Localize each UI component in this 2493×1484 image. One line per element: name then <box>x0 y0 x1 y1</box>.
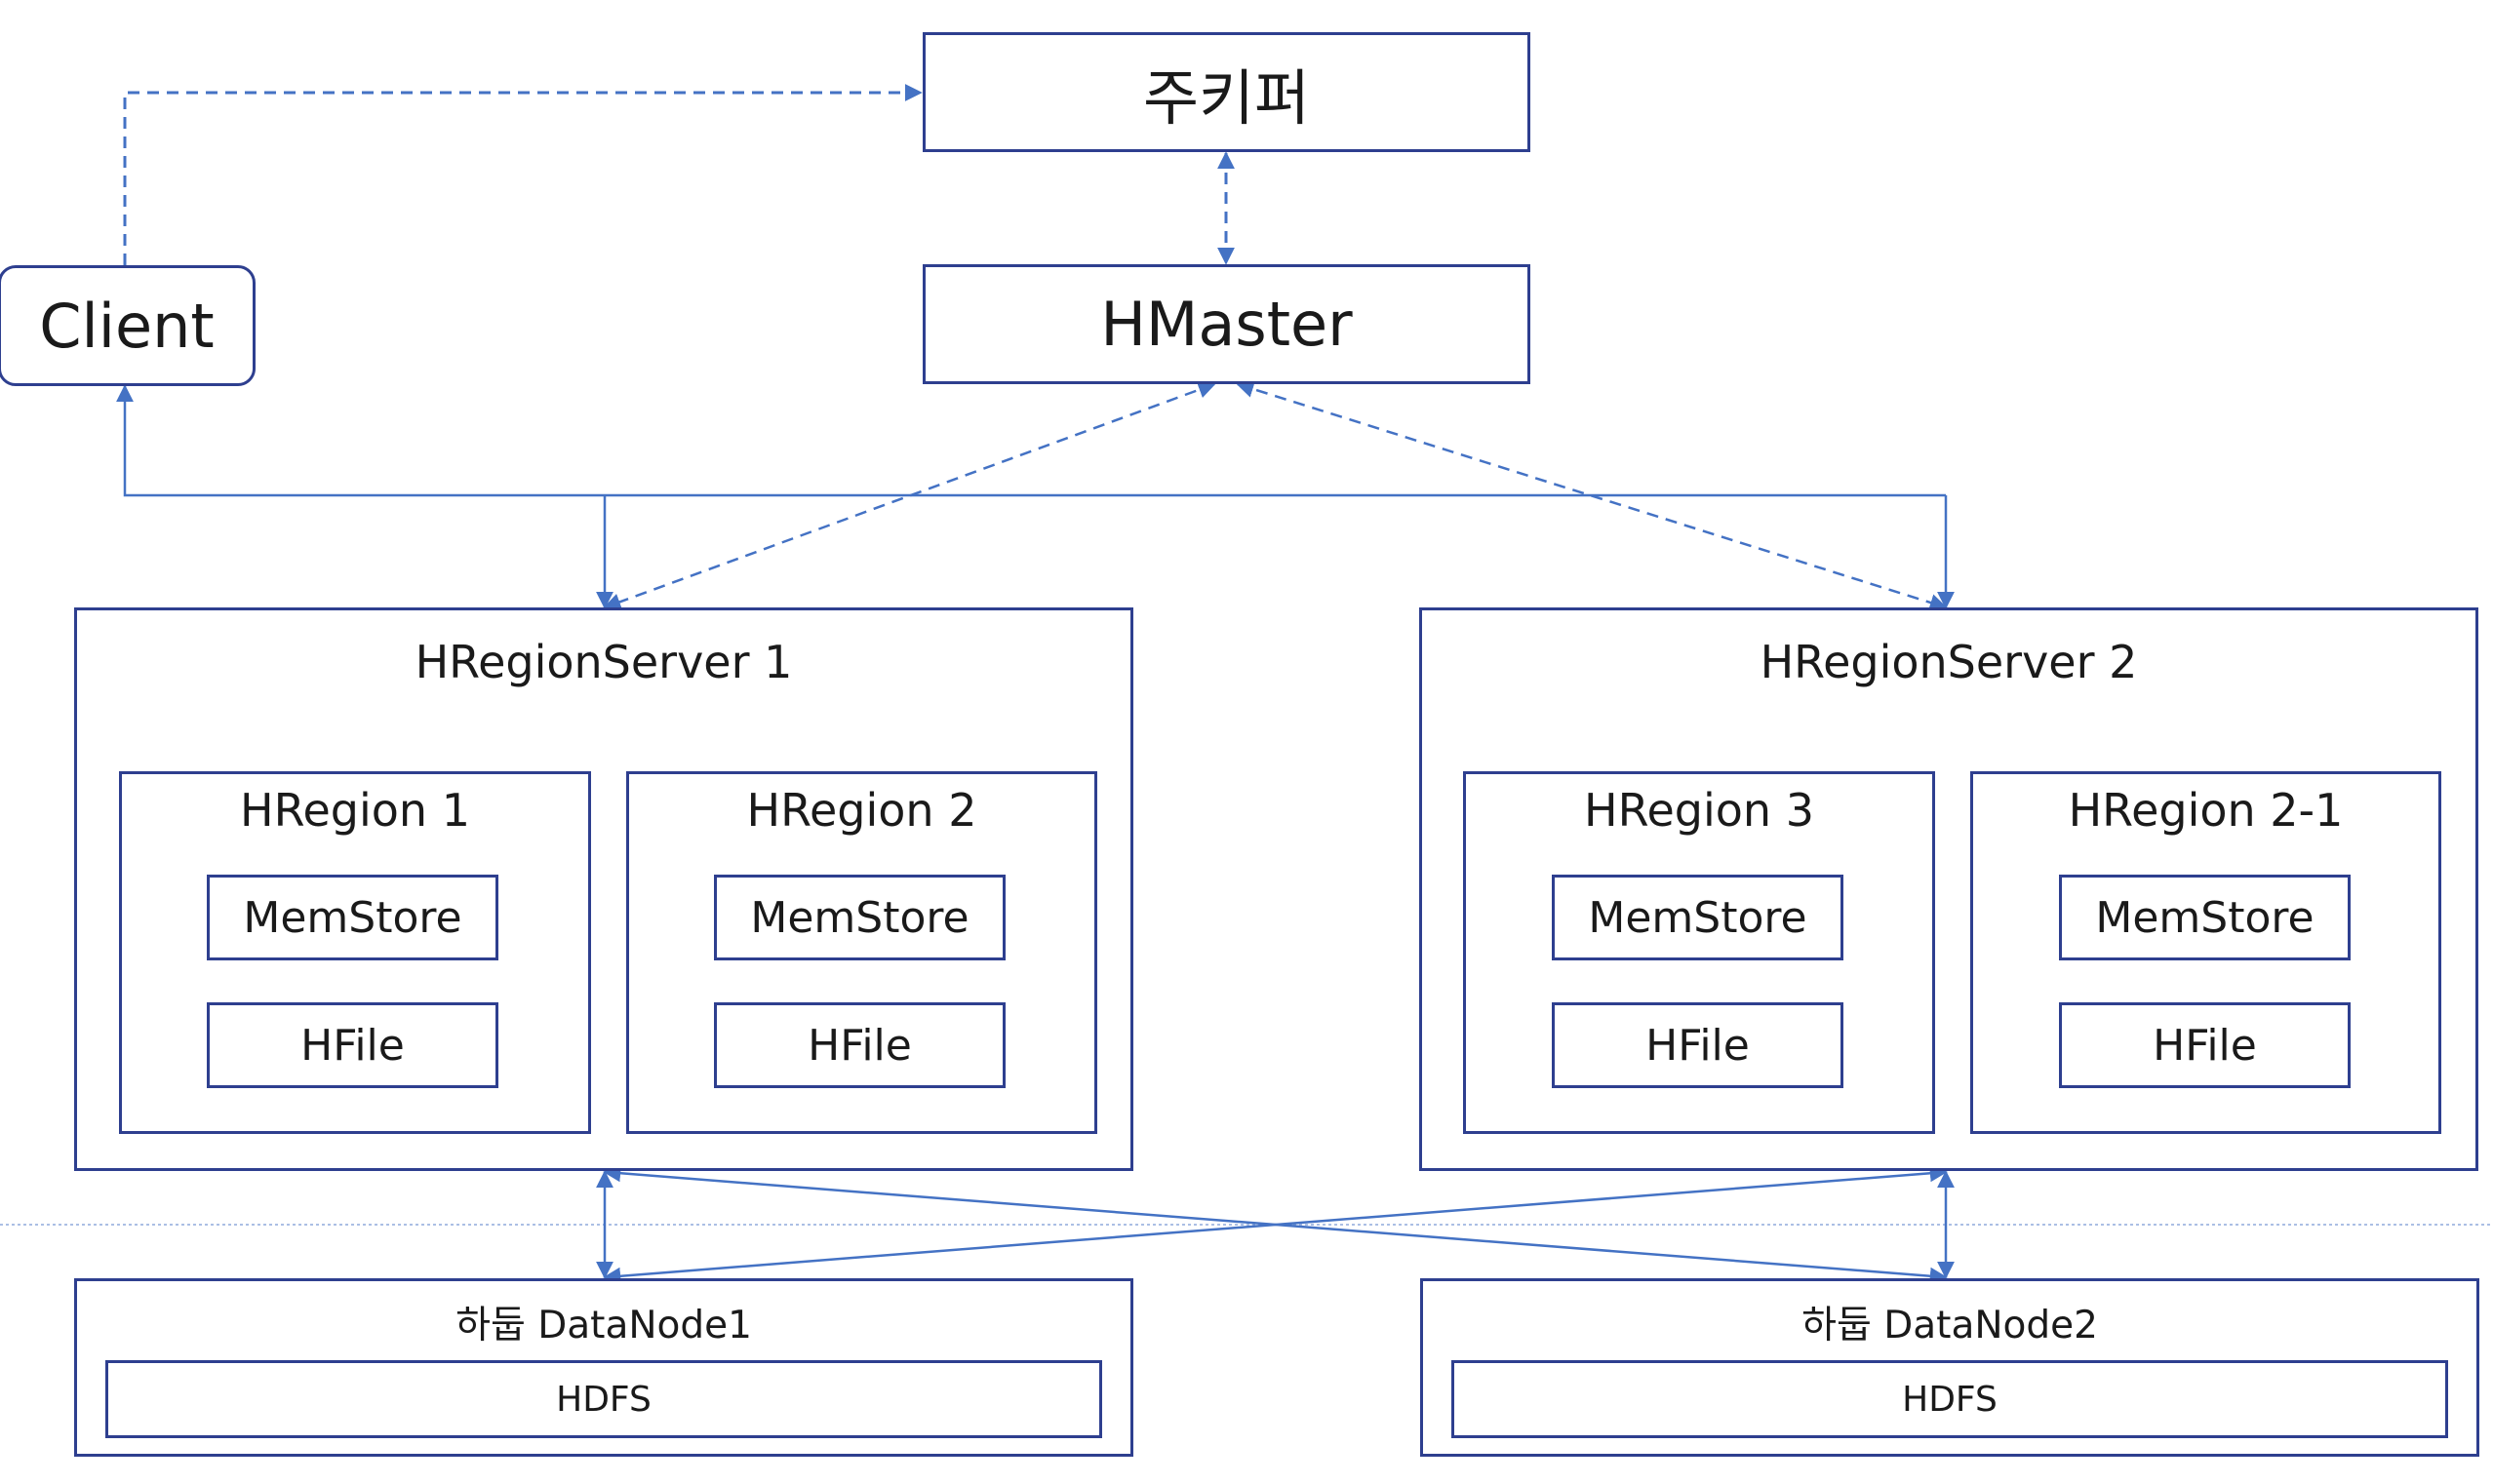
memstore-label: MemStore <box>750 892 970 943</box>
client-label: Client <box>39 290 215 362</box>
datanode-2-hdfs: HDFS <box>1451 1360 2448 1438</box>
hdfs-label: HDFS <box>1902 1379 1998 1420</box>
zookeeper-node: 주키퍼 <box>923 32 1530 152</box>
region-2-1-title: HRegion 2-1 <box>2068 784 2344 837</box>
hmaster-regionserver1-connector <box>603 381 1216 610</box>
datanode-1-hdfs: HDFS <box>105 1360 1102 1438</box>
datanode-2-title: 하둡 DataNode2 <box>1801 1304 2098 1347</box>
hfile-label: HFile <box>2153 1020 2257 1071</box>
region-2-1-hfile: HFile <box>2059 1002 2351 1088</box>
client-node: Client <box>0 265 256 386</box>
zookeeper-label: 주키퍼 <box>1142 61 1311 134</box>
hfile-label: HFile <box>300 1020 405 1071</box>
hmaster-label: HMaster <box>1100 289 1353 360</box>
datanode-1-title: 하둡 DataNode1 <box>455 1304 752 1347</box>
hdfs-label: HDFS <box>556 1379 652 1420</box>
client-bus-connector <box>116 384 1946 497</box>
client-zookeeper-connector <box>123 84 923 265</box>
rs2-dn1-connector <box>603 1164 1948 1285</box>
region-3-memstore: MemStore <box>1552 875 1843 960</box>
region-1-hfile: HFile <box>207 1002 498 1088</box>
memstore-label: MemStore <box>243 892 462 943</box>
region-3-title: HRegion 3 <box>1584 784 1814 837</box>
hfile-label: HFile <box>808 1020 912 1071</box>
region-2-title: HRegion 2 <box>746 784 977 837</box>
memstore-label: MemStore <box>2095 892 2315 943</box>
region-1-memstore: MemStore <box>207 875 498 960</box>
region-2-memstore: MemStore <box>714 875 1006 960</box>
region-2-hfile: HFile <box>714 1002 1006 1088</box>
region-2-1-memstore: MemStore <box>2059 875 2351 960</box>
region-1-title: HRegion 1 <box>240 784 470 837</box>
memstore-label: MemStore <box>1588 892 1807 943</box>
hmaster-node: HMaster <box>923 264 1530 384</box>
hfile-label: HFile <box>1645 1020 1750 1071</box>
regionserver-2-title: HRegionServer 2 <box>1760 636 2138 688</box>
regionserver-1-title: HRegionServer 1 <box>415 636 793 688</box>
region-3-hfile: HFile <box>1552 1002 1843 1088</box>
